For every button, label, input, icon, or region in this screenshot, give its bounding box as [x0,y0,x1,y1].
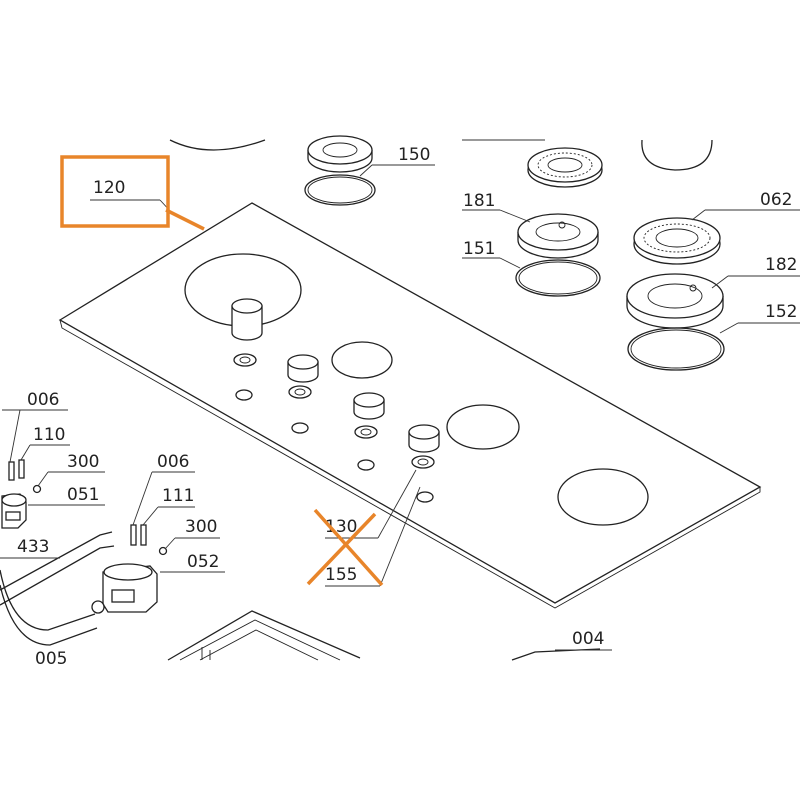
label-062: 062 [760,190,792,210]
label-006-right: 006 [157,452,189,472]
label-433: 433 [17,537,49,557]
valve-052 [91,563,158,614]
gas-components [0,459,168,646]
hob-body-frame [167,610,601,661]
control-knobs [231,298,440,469]
gas-pipe-433 [0,531,115,606]
highlight-annotations [60,155,384,587]
glass-top-plate [58,202,762,609]
burner-cap-182 [626,273,724,329]
highlight-box-120 [60,155,170,228]
label-006-left: 006 [27,390,59,410]
label-110: 110 [33,425,65,445]
label-181: 181 [463,191,495,211]
cross-out-mark [306,508,384,587]
part-labels: 120 150 181 062 151 182 152 006 110 300 … [17,145,797,669]
label-150: 150 [398,145,430,165]
label-111: 111 [162,486,194,506]
label-005: 005 [35,649,67,669]
leader-lines [0,139,800,651]
valve-051 [1,493,27,529]
burner-ring-151 [515,259,601,297]
label-151: 151 [463,239,495,259]
injectors-right [130,524,168,556]
spindle-holes [235,389,434,503]
label-300-left: 300 [67,452,99,472]
highlight-pointer-120 [165,208,205,231]
burner-crown-top [527,147,603,188]
label-004: 004 [572,629,604,649]
burner-crown-062 [633,217,721,265]
injectors-left [8,459,42,494]
burner-ring-152 [627,327,725,371]
label-051: 051 [67,485,99,505]
knob-4 [408,424,440,469]
knob-2 [287,354,319,399]
burner-cap-150 [304,135,376,206]
burner-cap-181 [517,213,599,259]
label-155: 155 [325,565,357,585]
label-120: 120 [93,178,125,198]
burner-parts [169,135,725,371]
knob-1 [231,298,263,367]
label-182: 182 [765,255,797,275]
label-152: 152 [765,302,797,322]
label-300-right: 300 [185,517,217,537]
gas-pipe-005 [0,569,98,646]
label-052: 052 [187,552,219,572]
knob-3 [353,392,385,439]
